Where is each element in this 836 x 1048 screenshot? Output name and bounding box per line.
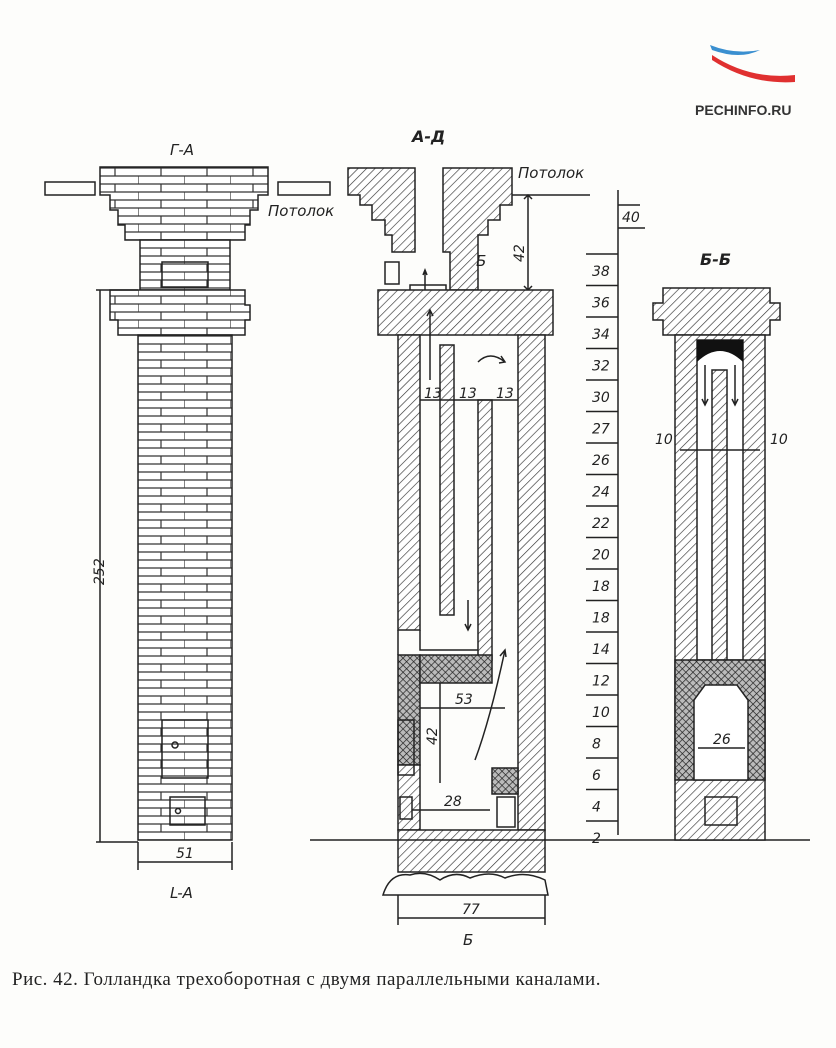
chimney-right bbox=[442, 167, 513, 291]
logo-swoosh-blue-icon bbox=[710, 45, 760, 55]
scale-row-label: 2 bbox=[592, 831, 601, 847]
height-dimension-line bbox=[96, 289, 138, 843]
fire-door bbox=[397, 719, 415, 776]
scale-row-label: 6 bbox=[592, 768, 601, 784]
scale-row-label: 34 bbox=[592, 327, 610, 343]
firebox-wall-left bbox=[397, 654, 421, 766]
flow-arrow bbox=[474, 648, 507, 761]
flow-arrow bbox=[464, 600, 472, 632]
scale-row-label: 4 bbox=[592, 800, 601, 816]
ceiling-beam-right bbox=[277, 181, 331, 196]
logo[interactable]: PECHINFO.RU bbox=[695, 45, 795, 118]
firebox-height: 42 bbox=[425, 727, 441, 745]
logo-text: PECHINFO.RU bbox=[695, 102, 791, 118]
chimney-left bbox=[347, 167, 416, 253]
ceiling-label: Потолок bbox=[268, 202, 334, 220]
neck bbox=[139, 239, 231, 291]
damper-door bbox=[161, 261, 209, 288]
firebox-width: 26 bbox=[713, 732, 731, 748]
section-mark-bottom: L-А bbox=[170, 884, 193, 902]
base bbox=[397, 829, 546, 873]
scale-row-label: 24 bbox=[592, 485, 610, 501]
logo-swoosh-red-icon bbox=[712, 55, 795, 83]
firebox-top bbox=[419, 654, 493, 684]
section-bb: Б-Б 10 10 26 bbox=[652, 250, 788, 841]
scale-row-label: 26 bbox=[592, 453, 610, 469]
scale-row-label: 30 bbox=[592, 390, 610, 406]
front-elevation: 252 51 Г-А L-А Потолок bbox=[44, 141, 334, 902]
channel-width: 13 bbox=[424, 386, 442, 402]
stove-body bbox=[137, 334, 233, 841]
channel-width: 13 bbox=[496, 386, 514, 402]
scale-row-label: 40 bbox=[622, 210, 640, 226]
width-dimension-line bbox=[137, 842, 233, 870]
height-dim: 252 bbox=[92, 558, 108, 585]
scale-row-label: 36 bbox=[592, 296, 610, 312]
band bbox=[377, 289, 554, 336]
scale-row-label: 8 bbox=[592, 737, 601, 753]
wall-left bbox=[397, 334, 421, 631]
figure-caption: Рис. 42. Голландка трехоборотная с двумя… bbox=[12, 969, 601, 990]
ash-door bbox=[169, 796, 206, 826]
section-title: Б-Б bbox=[700, 250, 731, 269]
scale-row-label: 12 bbox=[592, 674, 610, 690]
scale-row-label: 27 bbox=[592, 422, 610, 438]
ash-door bbox=[399, 796, 413, 820]
scale-row-label: 18 bbox=[592, 579, 610, 595]
ashpit-width: 28 bbox=[444, 794, 462, 810]
top-dim: 42 bbox=[512, 244, 528, 262]
middle-band bbox=[109, 289, 251, 336]
width-dim: 51 bbox=[176, 846, 194, 862]
damper-door bbox=[384, 261, 400, 285]
partition-1 bbox=[439, 344, 455, 616]
scale-row-label: 38 bbox=[592, 264, 610, 280]
section-ad: А-Д Потолок 42 Б 13 13 13 53 bbox=[347, 127, 590, 949]
grate-support bbox=[491, 767, 519, 795]
scale-row-label: 14 bbox=[592, 642, 610, 658]
fire-door bbox=[161, 719, 209, 779]
partition-2 bbox=[477, 399, 493, 661]
top-cornice bbox=[99, 166, 269, 241]
wall-right-dim: 10 bbox=[770, 432, 788, 448]
section-mark-top: Г-А bbox=[170, 141, 194, 159]
wall-right bbox=[517, 334, 546, 831]
base-width: 77 bbox=[462, 902, 480, 918]
scale-row-label: 32 bbox=[592, 359, 610, 375]
scale-row-label: 10 bbox=[592, 705, 610, 721]
cap bbox=[652, 287, 781, 336]
section-title: А-Д bbox=[410, 127, 445, 146]
flow-arrow bbox=[477, 355, 507, 364]
scale-row-label: 20 bbox=[592, 548, 610, 564]
ceiling-label: Потолок bbox=[518, 164, 584, 182]
flow-arrow bbox=[426, 308, 434, 380]
channel-width: 13 bbox=[459, 386, 477, 402]
ceiling-beam-left bbox=[44, 181, 96, 196]
scale-row-label: 22 bbox=[592, 516, 610, 532]
flow-arrow bbox=[422, 267, 428, 290]
firebox-width: 53 bbox=[455, 692, 473, 708]
foundation-stones bbox=[381, 872, 549, 896]
wall-left-dim: 10 bbox=[655, 432, 673, 448]
mark-b-top: Б bbox=[476, 252, 486, 270]
mark-b-bottom: Б bbox=[463, 931, 473, 949]
scale-row-label: 18 bbox=[592, 611, 610, 627]
